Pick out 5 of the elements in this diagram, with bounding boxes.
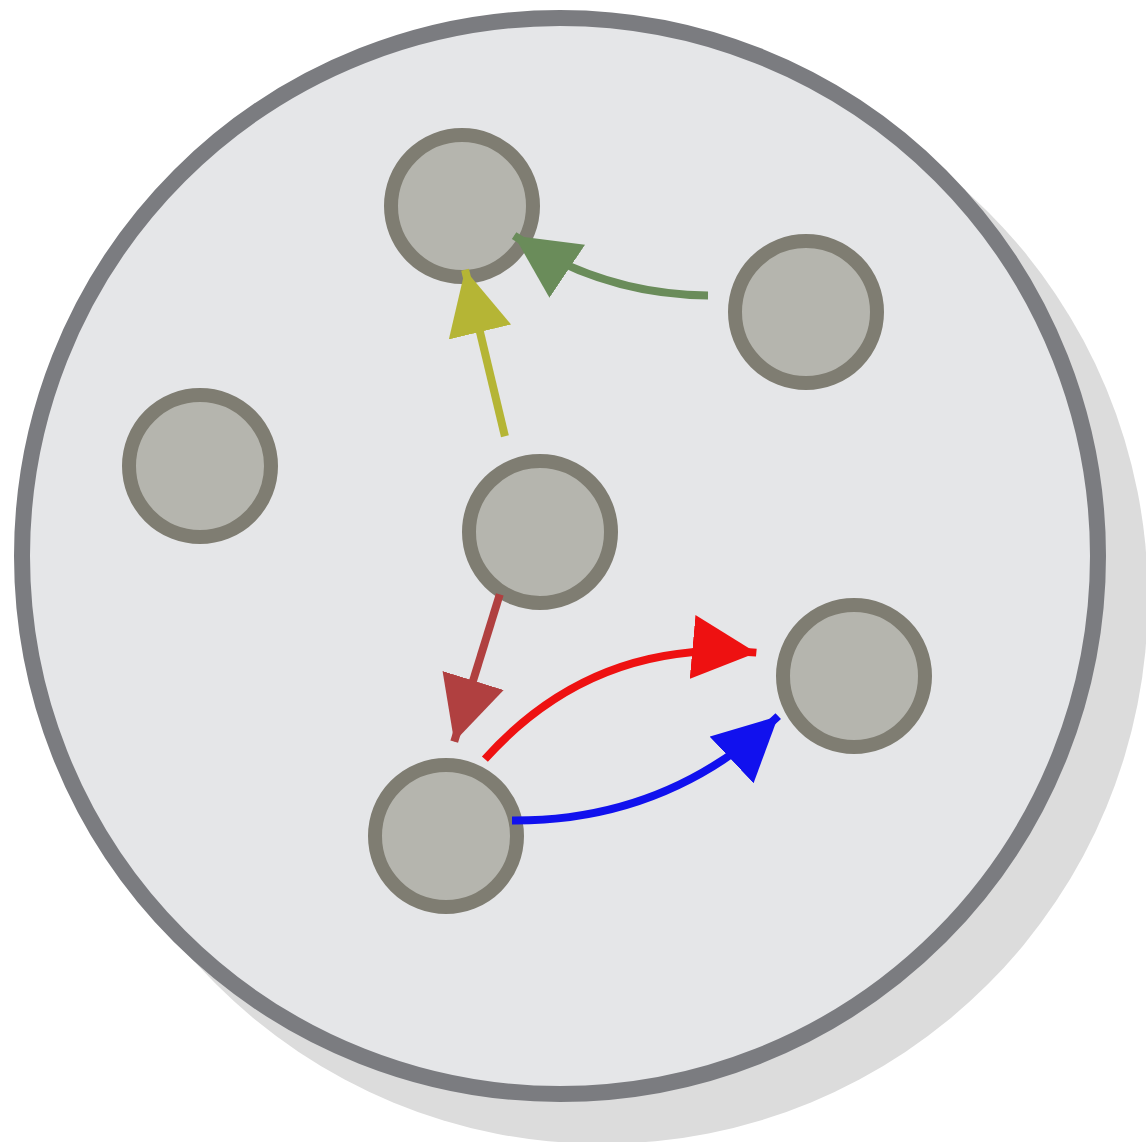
arrow bbox=[511, 232, 709, 300]
arrow bbox=[482, 617, 757, 762]
arrow bbox=[511, 713, 781, 825]
arrow bbox=[442, 593, 504, 743]
arrow bbox=[448, 268, 512, 438]
